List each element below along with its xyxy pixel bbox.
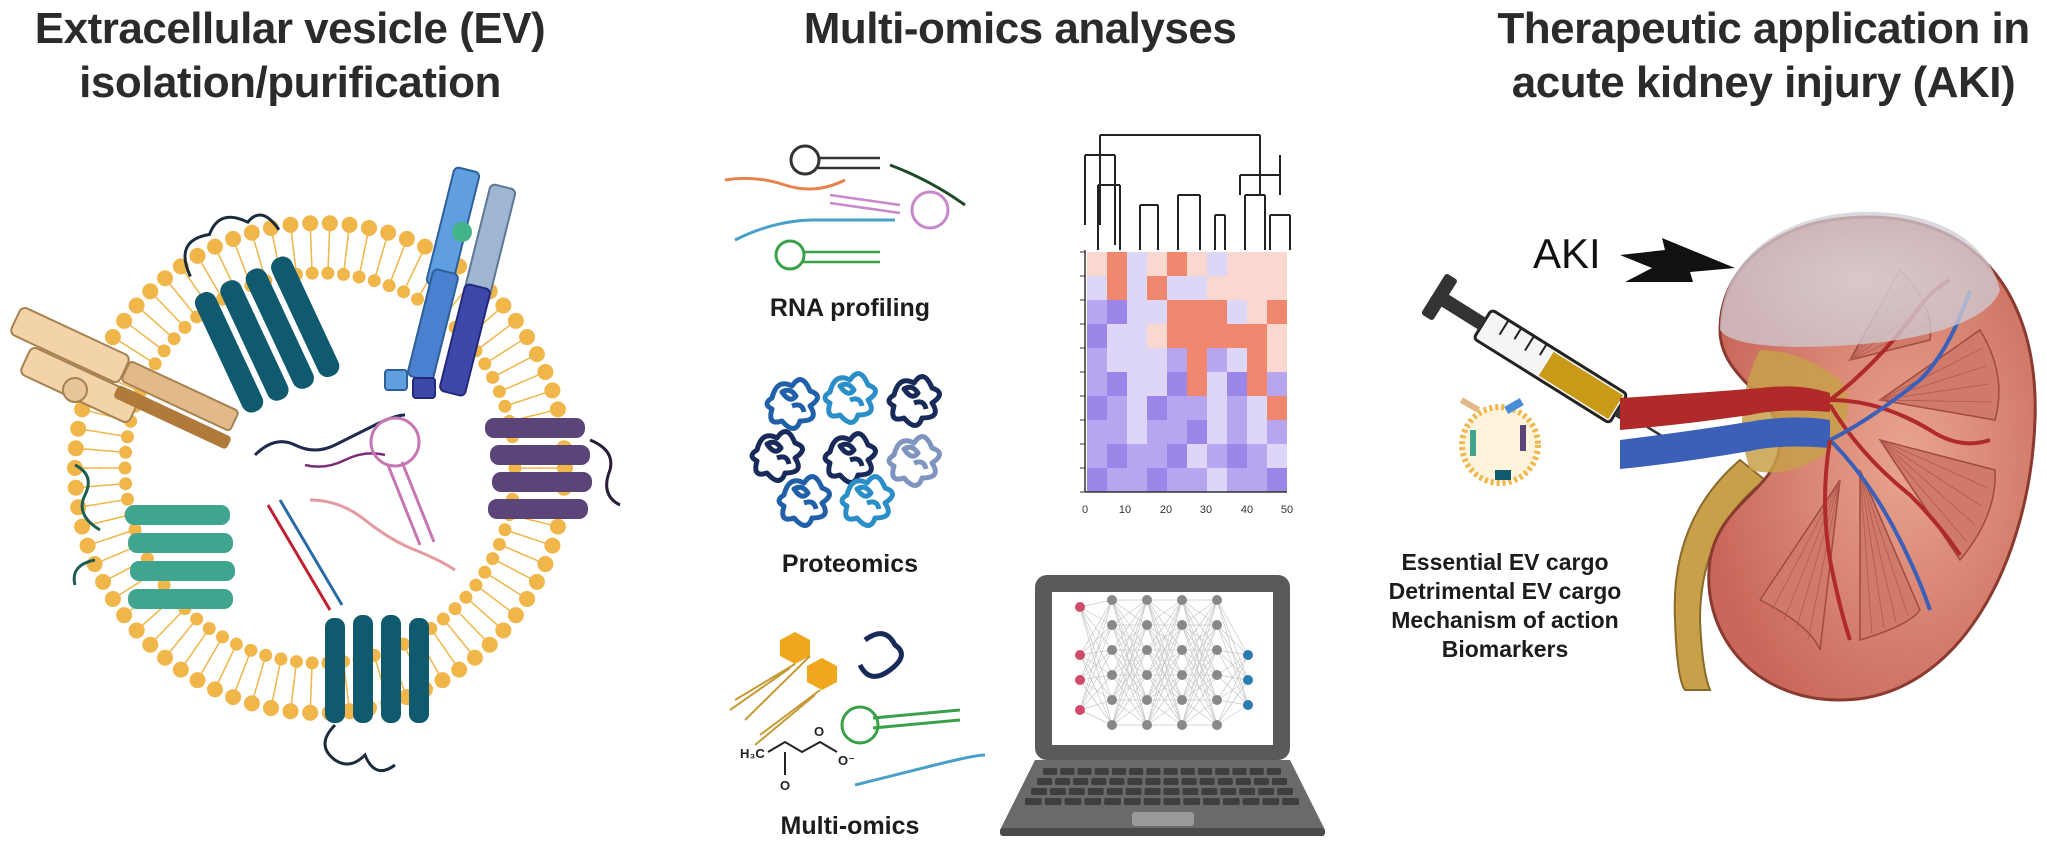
proteomics-illustration [749, 371, 942, 528]
chem-methyl-label: H₃C [740, 746, 765, 761]
tick-40: 40 [1241, 504, 1253, 516]
laptop-keyboard [1025, 768, 1299, 805]
lipid-bilayer [67, 215, 573, 721]
proteomics-label: Proteomics [781, 550, 919, 578]
renal-artery [1620, 386, 1830, 430]
tick-50: 50 [1281, 504, 1293, 516]
ev-title-line-2: isolation/purification [79, 58, 501, 107]
small-ev-icon [1459, 397, 1541, 486]
transmembrane-protein-teal [72, 463, 235, 609]
omics-section-title: Multi-omics analyses [760, 2, 1280, 56]
neural-network-diagram [1075, 595, 1253, 730]
therapy-title-line-2: acute kidney injury (AKI) [1511, 58, 2016, 107]
transmembrane-protein-navy-bottom [323, 615, 429, 773]
tick-30: 30 [1200, 504, 1212, 516]
ev-section-title: Extracellular vesicle (EV) isolation/pur… [0, 2, 580, 110]
ev-cargo-list: Essential EV cargo Detrimental EV cargo … [1370, 548, 1640, 664]
ev-title-line-1: Extracellular vesicle (EV) [34, 4, 546, 53]
therapy-section-title: Therapeutic application in acute kidney … [1480, 2, 2047, 110]
syringe-fluid [1538, 351, 1624, 420]
laptop-neural-network [1000, 575, 1325, 836]
omics-title-line-1: Multi-omics analyses [803, 4, 1237, 53]
injury-region [1720, 211, 2000, 347]
heatmap-cells [1080, 251, 1287, 493]
cargo-item-essential: Essential EV cargo [1401, 549, 1609, 575]
therapy-title-line-1: Therapeutic application in [1497, 4, 2030, 53]
tick-20: 20 [1160, 504, 1172, 516]
cargo-item-detrimental: Detrimental EV cargo [1388, 578, 1622, 604]
cargo-hairpin-rna [369, 416, 436, 546]
aki-label: AKI [1533, 230, 1601, 277]
rna-profiling-label: RNA profiling [769, 294, 931, 322]
extracellular-vesicle [10, 166, 621, 773]
antibody-blue [384, 166, 517, 399]
multiomics-label: Multi-omics [780, 812, 920, 840]
transmembrane-protein-navy-top [183, 213, 340, 413]
chem-oxygen-top-label: O [814, 724, 824, 739]
cargo-item-biomarkers: Biomarkers [1441, 636, 1569, 662]
chem-anion-label: O⁻ [838, 753, 855, 768]
cargo-microrna [304, 452, 386, 468]
cargo-pink-rna [309, 498, 456, 572]
lightning-bolt-icon [1620, 238, 1735, 282]
kidney-illustration: AKI [1533, 211, 2037, 702]
cargo-dna-duplex [266, 499, 344, 611]
tick-10: 10 [1119, 504, 1131, 516]
renal-vein [1620, 417, 1830, 469]
multiomics-illustration: H₃C O O⁻ O [729, 631, 986, 793]
laptop-base [1000, 760, 1325, 830]
chem-oxygen-bottom-label: O [780, 778, 790, 793]
cargo-item-mechanism: Mechanism of action [1391, 607, 1619, 633]
heatmap-x-axis: 0 10 20 30 40 50 [1082, 250, 1293, 516]
antibody-tan [10, 307, 239, 449]
tick-0: 0 [1082, 504, 1088, 516]
dendrogram [1084, 134, 1291, 250]
laptop-trackpad [1132, 812, 1194, 826]
clustered-heatmap: 0 10 20 30 40 50 [1080, 134, 1293, 516]
rna-profiling-illustration [724, 144, 966, 271]
transmembrane-protein-purple [485, 418, 621, 519]
